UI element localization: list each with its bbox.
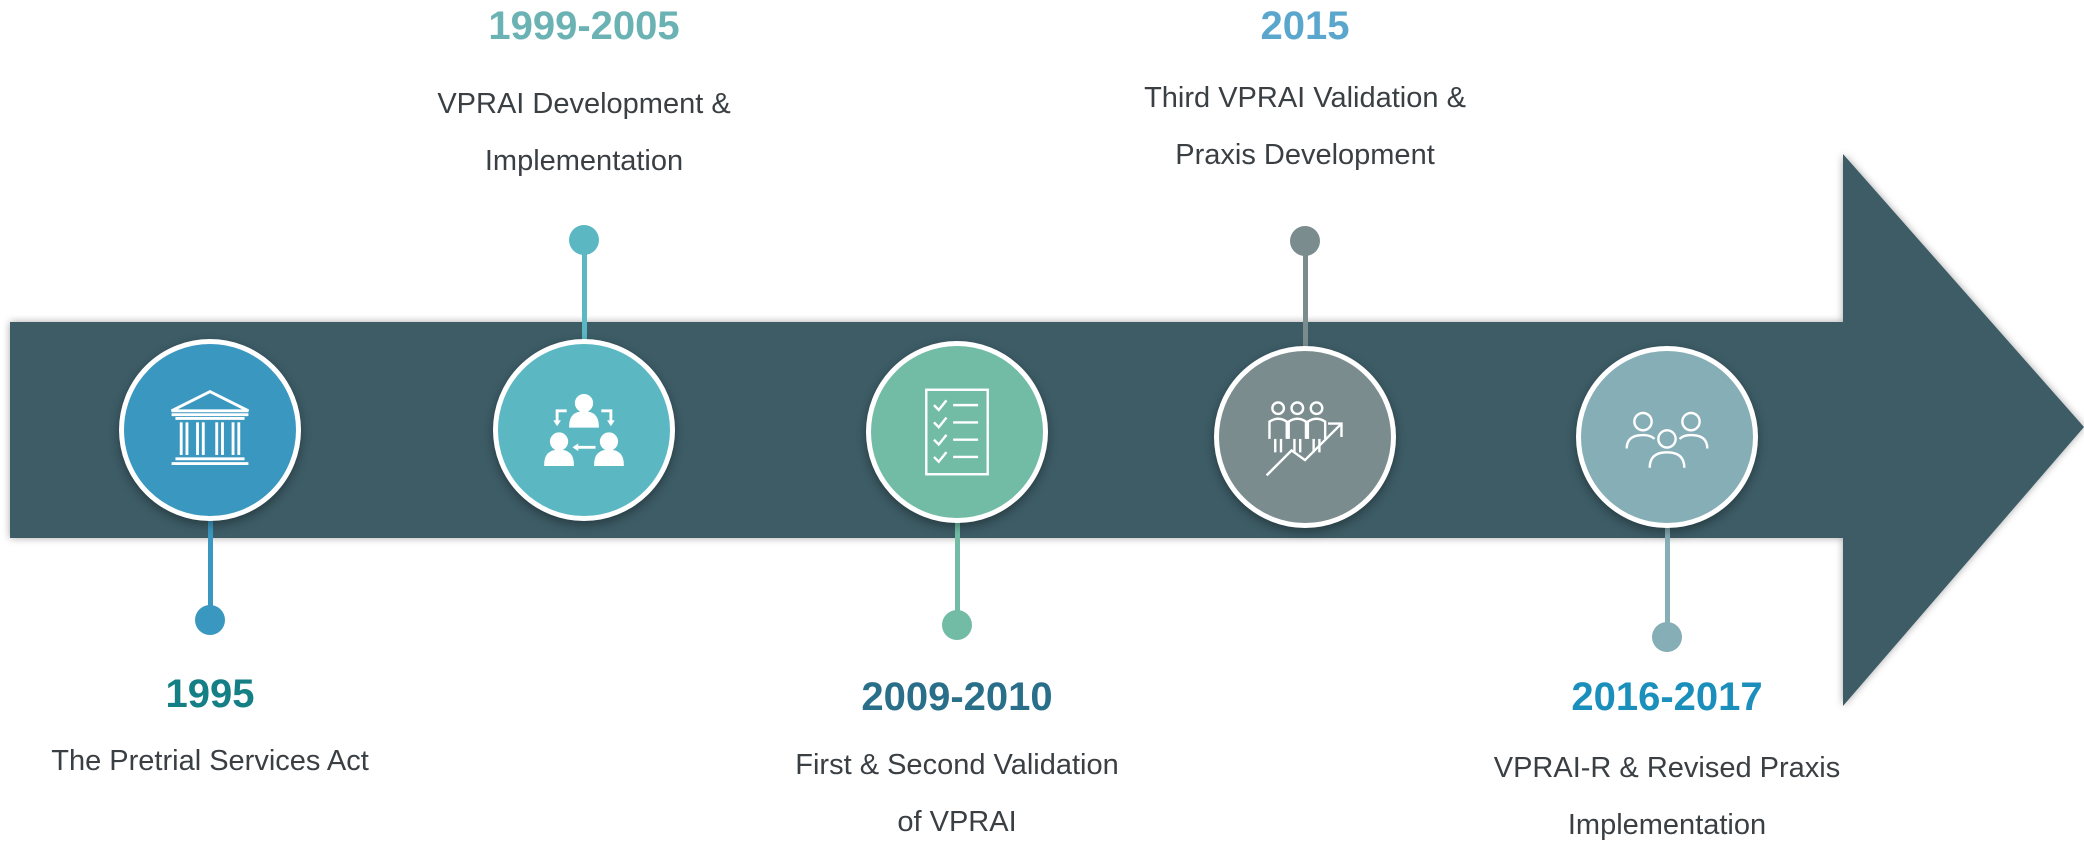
milestone-connector [954, 519, 960, 625]
milestone-description-line: Implementation [484, 145, 684, 177]
milestone-circle [1214, 346, 1396, 528]
milestone-description: First & Second Validation of VPRAI [697, 737, 1217, 851]
milestone-year: 1999-2005 [488, 4, 680, 48]
milestone-description-line: The Pretrial Services Act [51, 745, 369, 777]
milestone-description-line: Praxis Development [1175, 139, 1435, 171]
milestone-description-line: of VPRAI [897, 806, 1017, 838]
workflow-people-icon [544, 394, 624, 466]
milestone-dot [942, 610, 972, 640]
milestone-connector [581, 240, 587, 343]
milestone-year: 2016-2017 [1571, 675, 1763, 719]
milestone-description-line: VPRAI-R & Revised Praxis [1493, 752, 1841, 784]
milestone-description-line: First & Second Validation [795, 749, 1119, 781]
milestone-dot [1290, 226, 1320, 256]
group-icon [1625, 411, 1709, 468]
milestone-dot [195, 605, 225, 635]
milestone-connector [1664, 524, 1670, 637]
milestone-circle [1576, 346, 1758, 528]
milestone-year: 1995 [165, 672, 255, 716]
milestone-description: The Pretrial Services Act [0, 733, 470, 790]
checklist-icon [925, 388, 989, 476]
milestone-description-line: Third VPRAI Validation & [1144, 82, 1466, 114]
milestone-year: 2015 [1260, 4, 1350, 48]
milestone-year: 2009-2010 [861, 675, 1053, 719]
milestone-circle [866, 341, 1048, 523]
milestone-description-line: Implementation [1567, 809, 1767, 841]
courthouse-icon [170, 389, 250, 466]
milestone-description: VPRAI Development & Implementation [324, 76, 844, 190]
milestone-circle [493, 339, 675, 521]
milestone-connector [1302, 241, 1308, 350]
milestone-dot [1652, 622, 1682, 652]
milestone-dot [569, 225, 599, 255]
milestone-description-line: VPRAI Development & [437, 88, 731, 120]
growth-team-icon [1265, 401, 1343, 477]
milestone-description: Third VPRAI Validation & Praxis Developme… [1045, 70, 1565, 184]
milestone-connector [207, 517, 213, 620]
milestone-circle [119, 339, 301, 521]
